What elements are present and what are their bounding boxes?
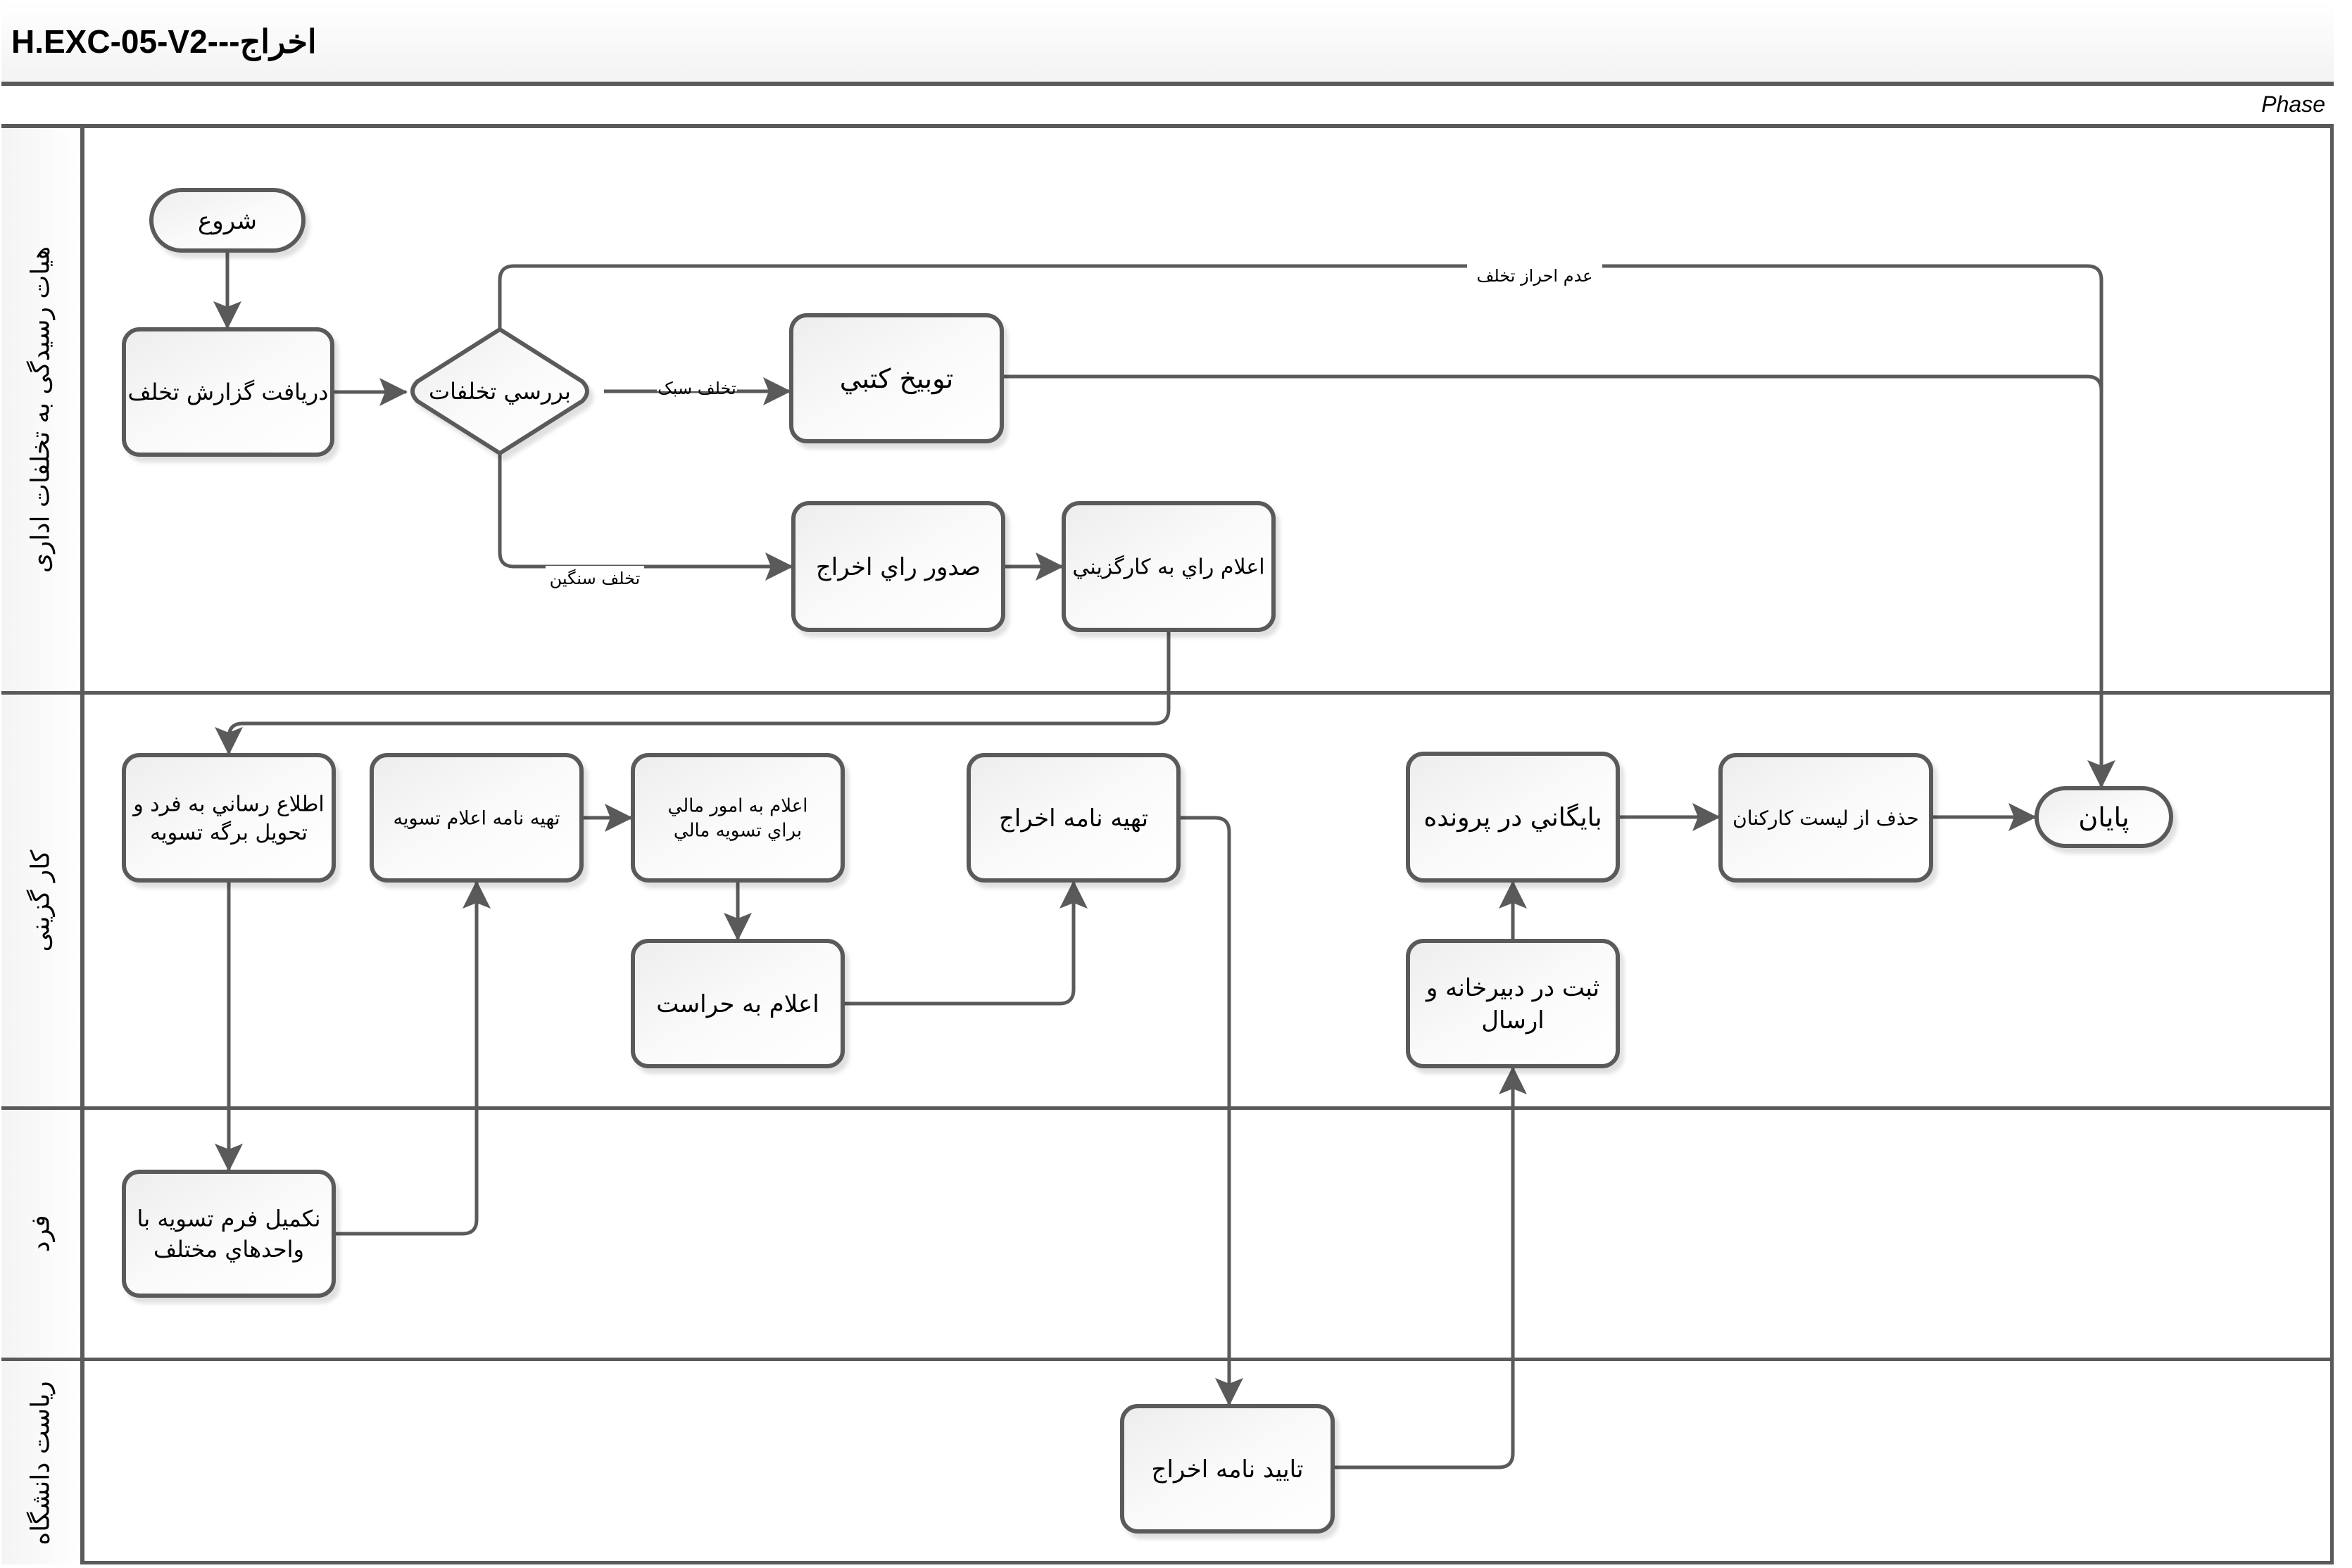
node-label: اعلام به حراست	[656, 990, 819, 1018]
lane-header: فرد	[1, 1110, 84, 1358]
label-no-violation-bg	[1467, 263, 1602, 279]
node-notify-finance[interactable]: اعلام به امور مالي براي تسويه مالي	[631, 753, 845, 883]
terminal-shape	[2035, 786, 2173, 848]
process-box	[1718, 753, 1933, 883]
node-notify-person[interactable]: اطلاع رساني به فرد و تحويل برگه تسويه	[122, 753, 336, 883]
process-box	[1062, 501, 1276, 632]
node-end[interactable]: پايان	[2035, 786, 2173, 848]
label-no-violation: عدم احراز تخلف	[1477, 266, 1593, 286]
lane-header: رياست دانشگاه	[1, 1361, 84, 1564]
node-label: حذف از ليست كاركنان	[1732, 807, 1919, 830]
decision-diamond	[410, 327, 589, 456]
node-label: صدور راي اخراج	[816, 553, 981, 581]
lane-header: هيات رسيدگی به تخلفات اداری	[1, 128, 84, 691]
node-label: واحدهاي مختلف	[153, 1236, 304, 1263]
label-minor-violation: تخلف سبک	[658, 379, 736, 398]
connector-security-to-expulsion-letter	[843, 880, 1088, 1006]
node-register-send[interactable]: ثبت در دبيرخانه و ارسال	[1406, 939, 1620, 1068]
terminal-shape	[149, 188, 306, 253]
connector-complete-form-to-settlement-letter	[334, 880, 491, 1236]
connector-review-major-to-verdict	[498, 453, 793, 581]
process-box	[1120, 1404, 1335, 1534]
lane-header: كار گزينی	[1, 695, 84, 1106]
node-label: اطلاع رساني به فرد و	[132, 792, 324, 816]
node-remove-from-staff[interactable]: حذف از ليست كاركنان	[1718, 753, 1933, 883]
lane-person: فرد	[1, 1110, 2334, 1361]
node-label: اعلام به امور مالي	[668, 796, 808, 817]
node-start[interactable]: شروع	[149, 188, 306, 253]
node-label: ثبت در دبيرخانه و	[1425, 974, 1599, 1002]
connector-announce-to-notify-person	[215, 630, 1171, 755]
phase-bar: Phase	[1, 86, 2334, 128]
node-prepare-expulsion-letter[interactable]: تهيه نامه اخراج	[967, 753, 1181, 883]
connector-review-no-violation-to-end	[498, 264, 2115, 788]
node-notify-security[interactable]: اعلام به حراست	[631, 939, 845, 1068]
node-label: توبيخ كتبي	[840, 363, 954, 395]
node-label: تهيه نامه اخراج	[999, 804, 1148, 833]
connector-reprimand-to-end	[1002, 374, 2103, 787]
process-box	[1406, 752, 1620, 883]
node-receive-report[interactable]: دريافت گزارش تخلف	[122, 327, 334, 457]
node-label: اعلام راي به كارگزيني	[1072, 555, 1264, 580]
label-minor-violation-bg	[657, 376, 737, 391]
node-issue-expulsion-verdict[interactable]: صدور راي اخراج	[791, 501, 1005, 632]
node-announce-verdict-hr[interactable]: اعلام راي به كارگزيني	[1062, 501, 1276, 632]
node-prepare-settlement-letter[interactable]: تهيه نامه اعلام تسويه	[370, 753, 584, 883]
process-box	[122, 1170, 336, 1298]
process-box	[122, 753, 336, 883]
process-box	[122, 327, 334, 457]
node-approve-letter[interactable]: تاييد نامه اخراج	[1120, 1404, 1335, 1534]
connector-expulsion-letter-to-approve	[1178, 816, 1243, 1406]
node-label: پايان	[2078, 802, 2129, 833]
process-box	[967, 753, 1181, 883]
node-label: براي تسويه مالي	[674, 821, 802, 842]
node-label: تحويل برگه تسويه	[150, 821, 308, 845]
title-bar: H.EXC-05-V2---اخراج	[1, 1, 2334, 86]
node-label: تاييد نامه اخراج	[1152, 1455, 1304, 1484]
node-label: نكميل فرم تسويه با	[137, 1206, 321, 1232]
node-label: ارسال	[1481, 1006, 1544, 1035]
node-label: دريافت گزارش تخلف	[128, 379, 329, 405]
process-box	[631, 939, 845, 1068]
process-box	[789, 313, 1004, 443]
node-label: تهيه نامه اعلام تسويه	[394, 807, 560, 829]
node-review-violations[interactable]: بررسي تخلفات	[410, 327, 589, 456]
phase-label: Phase	[2261, 91, 2325, 117]
node-written-reprimand[interactable]: توبيخ كتبي	[789, 313, 1004, 443]
process-box	[370, 753, 584, 883]
node-label: بايگاني در پرونده	[1423, 803, 1602, 833]
lane-hr: كار گزينی	[1, 695, 2334, 1110]
label-major-violation-bg	[546, 566, 644, 581]
node-label: شروع	[198, 207, 257, 235]
process-box	[631, 753, 845, 883]
node-archive-file[interactable]: بايگاني در پرونده	[1406, 752, 1620, 883]
connector-approve-to-register	[1333, 1066, 1527, 1469]
process-box	[1406, 939, 1620, 1068]
node-label: بررسي تخلفات	[429, 378, 571, 405]
lane-university-presidency: رياست دانشگاه	[1, 1361, 2334, 1564]
diagram-title: H.EXC-05-V2---اخراج	[11, 23, 317, 60]
process-box	[791, 501, 1005, 632]
node-complete-form[interactable]: نكميل فرم تسويه با واحدهاي مختلف	[122, 1170, 336, 1298]
label-major-violation: تخلف سنگين	[550, 569, 641, 588]
